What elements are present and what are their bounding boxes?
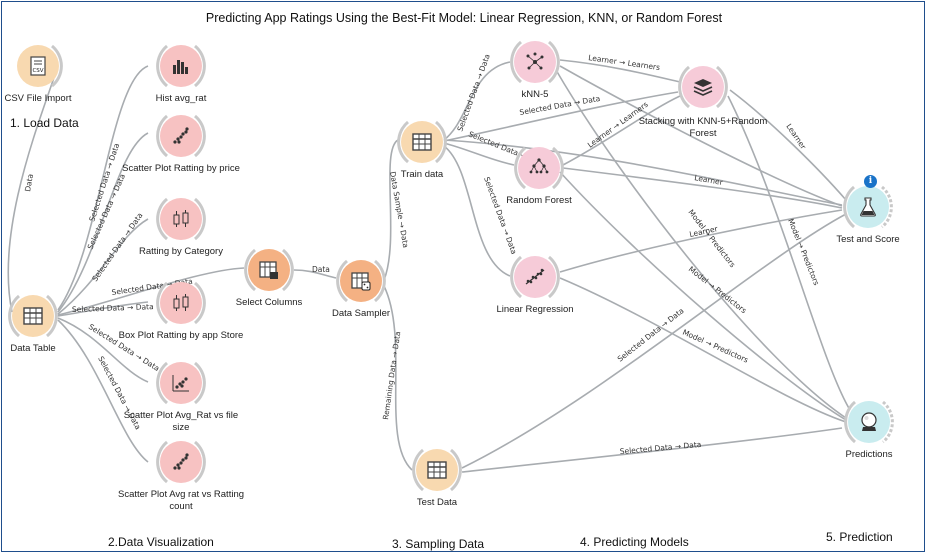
link-knn-predictions[interactable] bbox=[555, 69, 847, 419]
scatter-plot-icon bbox=[160, 362, 202, 404]
stack-icon bbox=[682, 66, 724, 108]
node-label: Test Data bbox=[416, 497, 458, 508]
node-label: Ratting by Category bbox=[139, 246, 223, 257]
box-plot-icon bbox=[160, 282, 202, 324]
histogram-icon bbox=[160, 45, 202, 87]
data-sampler-icon bbox=[340, 260, 382, 302]
node-label: Data Table bbox=[10, 343, 56, 354]
link-train-stack[interactable] bbox=[443, 91, 679, 142]
node-label: kNN-5 bbox=[521, 89, 549, 100]
link-knn-testscore[interactable] bbox=[559, 65, 843, 207]
scatter-plot-icon bbox=[160, 115, 202, 157]
node-label: Train data bbox=[400, 169, 444, 180]
label-link-test-predictions: Selected Data → Data bbox=[619, 440, 701, 456]
label-link-lr-predictions: Model → Predictors bbox=[681, 328, 750, 365]
scatter-plot-icon bbox=[160, 441, 202, 483]
knn-icon bbox=[514, 41, 556, 83]
link-dt-scatter1[interactable] bbox=[57, 132, 149, 313]
box-plot-icon bbox=[160, 198, 202, 240]
label-link-rf-predictions: Model → Predictors bbox=[687, 264, 749, 315]
node-label: Scatter Plot Avg rat vs Ratting count bbox=[117, 489, 245, 512]
flask-icon bbox=[847, 186, 889, 228]
link-test-predictions[interactable] bbox=[461, 427, 843, 473]
link-dt-scatter2[interactable] bbox=[57, 317, 149, 383]
node-label: Random Forest bbox=[506, 195, 572, 206]
link-csv-datatable[interactable] bbox=[7, 65, 59, 313]
table-icon bbox=[416, 449, 458, 491]
node-label: Scatter Plot Avg_Rat vs file size bbox=[123, 410, 239, 433]
page-title: Predicting App Ratings Using the Best-Fi… bbox=[205, 11, 723, 25]
section-sampling-data: 3. Sampling Data bbox=[392, 537, 485, 551]
link-test-testscore[interactable] bbox=[461, 213, 847, 469]
link-rf-predictions[interactable] bbox=[559, 171, 847, 421]
link-rf-stack[interactable] bbox=[562, 95, 681, 166]
node-label: Test and Score bbox=[836, 234, 900, 245]
section-data-visualization: 2.Data Visualization bbox=[108, 535, 214, 549]
link-train-testscore[interactable] bbox=[443, 139, 843, 206]
node-label: Linear Regression bbox=[496, 304, 574, 315]
node-label: Stacking with KNN-5+Random Forest bbox=[638, 116, 768, 139]
random-forest-icon bbox=[518, 147, 560, 189]
link-lr-predictions[interactable] bbox=[559, 277, 847, 423]
link-rf-testscore[interactable] bbox=[562, 167, 843, 209]
link-train-knn[interactable] bbox=[443, 61, 511, 141]
link-train-rf[interactable] bbox=[443, 142, 515, 166]
link-sampler-train[interactable] bbox=[383, 139, 399, 281]
link-knn-stack[interactable] bbox=[559, 59, 681, 83]
section-prediction: 5. Prediction bbox=[826, 530, 893, 544]
link-train-lr[interactable] bbox=[443, 145, 511, 277]
label-link-stack-predictions: Model → Predictors bbox=[786, 217, 821, 286]
select-columns-icon bbox=[248, 249, 290, 291]
label-link-selectcols-sampler: Data bbox=[312, 265, 330, 274]
table-icon bbox=[12, 295, 54, 337]
label-link-sampler-test: Remaining Data → Data bbox=[381, 331, 402, 420]
section-load-data: 1. Load Data bbox=[10, 116, 79, 130]
label-link-csv: Data bbox=[23, 173, 35, 192]
link-selectcols-sampler[interactable] bbox=[293, 269, 337, 279]
node-label: Scatter Plot Ratting by price bbox=[122, 163, 240, 174]
section-predicting-models: 4. Predicting Models bbox=[580, 535, 689, 549]
link-stack-predictions[interactable] bbox=[727, 95, 851, 411]
linear-regression-icon bbox=[514, 256, 556, 298]
node-label: Hist avg_rat bbox=[155, 93, 207, 104]
svg-text:CSV: CSV bbox=[32, 68, 43, 74]
link-stack-testscore[interactable] bbox=[729, 89, 847, 201]
link-dt-selectcols[interactable] bbox=[57, 267, 245, 316]
link-dt-hist[interactable] bbox=[57, 65, 149, 311]
node-label: CSV File Import bbox=[4, 93, 72, 104]
info-badge-icon[interactable]: i bbox=[864, 175, 877, 188]
link-dt-scatter3[interactable] bbox=[57, 319, 149, 463]
node-label: Data Sampler bbox=[331, 308, 391, 319]
label-link-dt-boxplot: Selected Data → Data bbox=[72, 302, 154, 314]
link-dt-boxplot[interactable] bbox=[57, 301, 149, 317]
crystal-ball-icon bbox=[848, 401, 890, 443]
link-lr-testscore[interactable] bbox=[559, 209, 843, 273]
table-icon bbox=[401, 121, 443, 163]
node-label: Box Plot Ratting by app Store bbox=[118, 330, 244, 341]
csv-file-icon: CSV bbox=[17, 45, 59, 87]
link-dt-ratcat[interactable] bbox=[57, 218, 149, 315]
link-sampler-test[interactable] bbox=[383, 285, 413, 471]
node-label: Predictions bbox=[845, 449, 893, 460]
node-label: Select Columns bbox=[235, 297, 303, 308]
